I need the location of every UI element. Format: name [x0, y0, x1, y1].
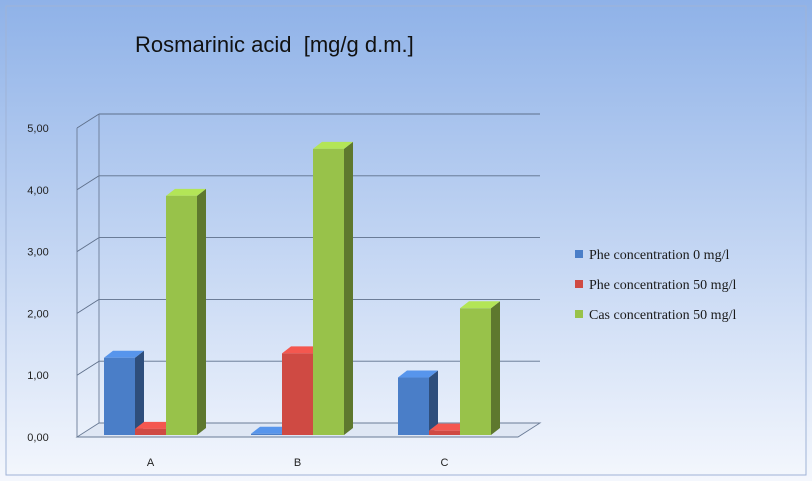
- chart-title: Rosmarinic acid [mg/g d.m.]: [135, 32, 414, 57]
- bar-top: [313, 141, 353, 149]
- y-tick-label: 2,00: [27, 308, 48, 320]
- y-tick-label: 1,00: [27, 370, 48, 382]
- y-tick-label: 3,00: [27, 247, 48, 259]
- bar-top: [398, 370, 438, 378]
- bar-front: [166, 195, 197, 435]
- bar: [313, 141, 353, 435]
- x-tick-labels: A B C: [147, 457, 449, 469]
- bar-top: [460, 301, 500, 309]
- bar-side: [135, 350, 144, 435]
- y-tick-label: 0,00: [27, 432, 48, 444]
- bar-top: [429, 423, 469, 431]
- side-gridline: [76, 299, 100, 314]
- bar-front: [313, 148, 344, 435]
- bar-front: [135, 428, 166, 435]
- bar-side: [429, 370, 438, 435]
- bar: [166, 188, 206, 435]
- side-gridline: [76, 175, 100, 191]
- bar-front: [429, 430, 460, 435]
- bar-side: [197, 188, 206, 435]
- bar-top: [282, 346, 322, 354]
- bar-top: [104, 350, 144, 358]
- side-gridline: [76, 237, 100, 252]
- y-tick-labels: 0,00 1,00 2,00 3,00 4,00 5,00: [27, 123, 48, 444]
- legend-swatch: [575, 250, 583, 258]
- x-tick-label: B: [294, 457, 301, 469]
- side-gridline: [76, 360, 100, 376]
- bar-layer: [104, 141, 500, 435]
- bar-front: [282, 353, 313, 435]
- y-tick-label: 4,00: [27, 185, 48, 197]
- bar-front: [460, 308, 491, 435]
- y-tick-label: 5,00: [27, 123, 48, 135]
- x-tick-label: C: [441, 457, 449, 469]
- bar-front: [398, 377, 429, 435]
- bar-top: [135, 421, 175, 429]
- x-tick-label: A: [147, 457, 155, 469]
- legend-label: Cas concentration 50 mg/l: [589, 308, 736, 323]
- bar-top: [166, 188, 206, 196]
- bar-side: [344, 141, 353, 435]
- side-gridline: [76, 113, 100, 129]
- legend-swatch: [575, 310, 583, 318]
- bar: [398, 370, 438, 435]
- legend-label: Phe concentration 0 mg/l: [589, 248, 729, 263]
- bar: [104, 350, 144, 435]
- legend-label: Phe concentration 50 mg/l: [589, 278, 736, 293]
- legend-swatch: [575, 280, 583, 288]
- chart-border: [5, 5, 807, 476]
- bar-front: [251, 433, 282, 435]
- bar-top: [251, 426, 291, 434]
- bar-front: [104, 357, 135, 435]
- bar-side: [491, 301, 500, 435]
- bar: [460, 301, 500, 435]
